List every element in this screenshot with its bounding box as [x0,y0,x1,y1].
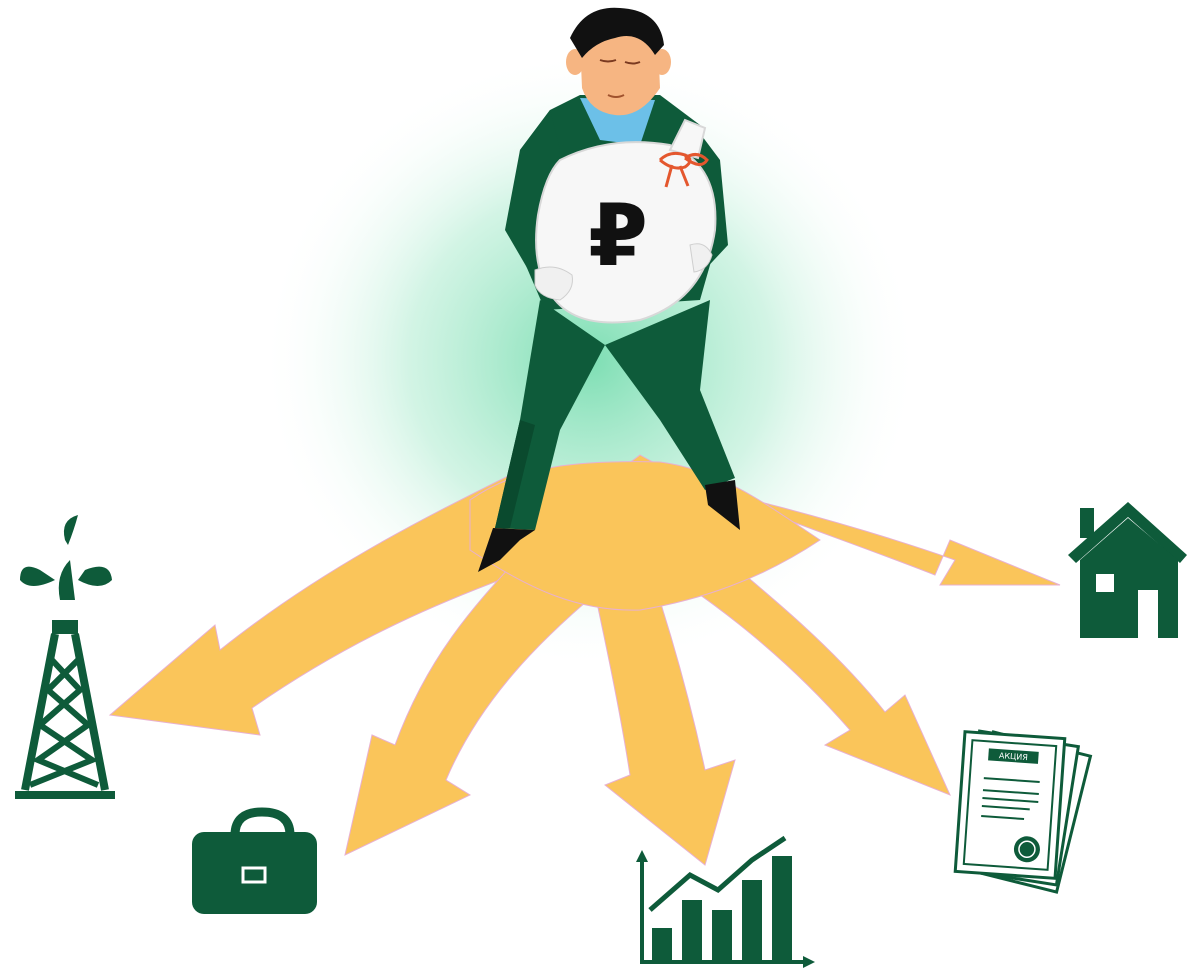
seal-icon [1013,836,1040,863]
share-certificate-icon: АКЦИЯ [953,729,1093,894]
certificate-header: АКЦИЯ [999,751,1028,762]
arrow-to-oil [108,469,556,736]
growth-chart-icon [636,835,815,968]
money-bag [535,141,717,324]
left-shoe [478,528,535,572]
arrow-to-chart [589,569,736,866]
arrows [108,454,1061,866]
left-hand [534,266,573,301]
ear-left [566,49,584,75]
businessman: ₽ [478,7,740,572]
briefcase-icon [192,807,317,914]
ribbon-icon [658,151,709,188]
right-leg [605,300,735,490]
oil-derrick-icon [15,515,115,799]
hair [570,7,664,58]
right-shoe [705,480,740,530]
arrow-to-briefcase [344,544,601,856]
right-hand [689,243,713,273]
house-icon [1068,502,1187,638]
face [580,30,660,116]
ruble-symbol: ₽ [588,186,648,286]
